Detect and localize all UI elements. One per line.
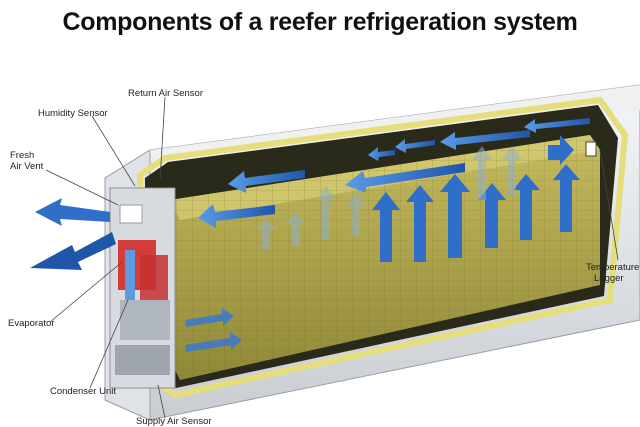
label-evaporator: Evaporator [8, 318, 55, 329]
label-return-air-sensor: Return Air Sensor [128, 88, 203, 99]
page-title: Components of a reefer refrigeration sys… [62, 8, 578, 36]
refrigeration-unit [109, 187, 176, 389]
label-fresh-air-vent-line2: Air Vent [10, 161, 44, 172]
exhaust-airflow-arrows [30, 198, 116, 270]
top-airflow-arrows [198, 118, 590, 228]
label-temperature-logger-line2: Logger [594, 273, 624, 284]
label-temperature-logger-line1: Temperature [586, 262, 640, 273]
faded-airflow-arrows [256, 146, 522, 250]
floor-airflow-arrows [185, 308, 242, 352]
label-humidity-sensor: Humidity Sensor [38, 108, 108, 119]
temperature-logger-device [585, 141, 597, 157]
leader-lines [45, 96, 619, 419]
label-condenser-unit: Condenser Unit [50, 386, 117, 397]
label-fresh-air-vent-line1: Fresh [10, 150, 35, 161]
label-supply-air-sensor: Supply Air Sensor [136, 416, 212, 427]
